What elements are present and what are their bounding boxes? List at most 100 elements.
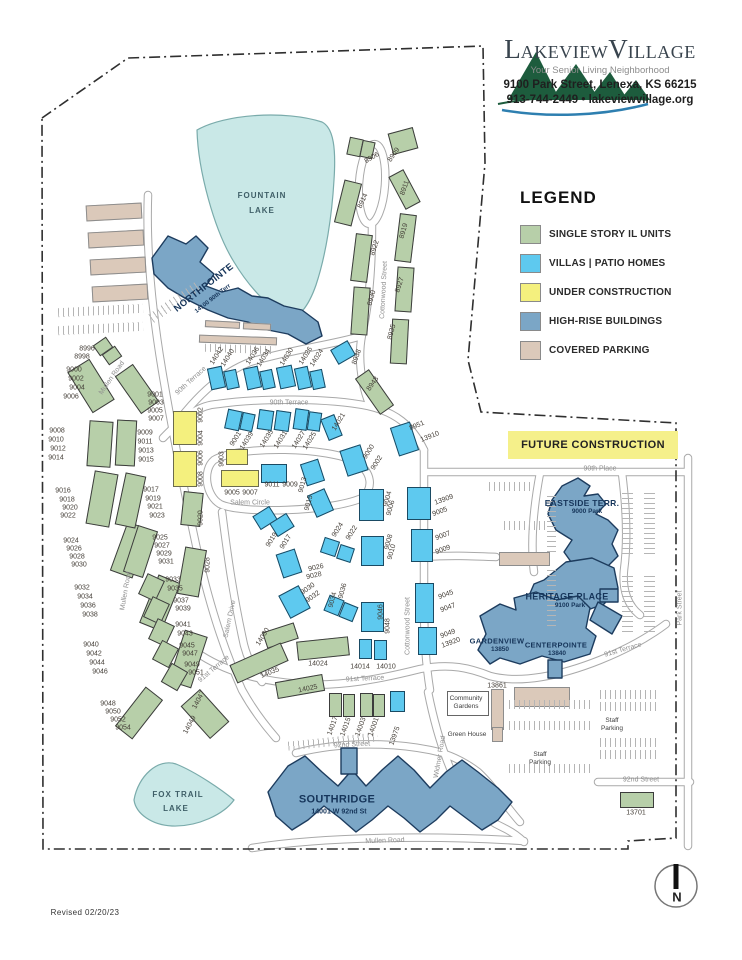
parking-lot-hatch: [509, 700, 593, 709]
unit-label-14001: 14001: [367, 716, 381, 738]
unit-label-9004: 9004: [197, 430, 205, 446]
map-building-yellow: [173, 451, 197, 487]
unit-label-9020: 9020: [62, 504, 78, 512]
parking-lot-hatch: [504, 521, 548, 530]
unit-label-9011: 9011: [264, 481, 280, 489]
unit-label-9016: 9016: [55, 487, 71, 495]
unit-label-9007: 9007: [434, 530, 452, 542]
unit-label-9039: 9039: [175, 605, 191, 613]
map-building-green: [350, 286, 371, 336]
heritage-place-wing: [589, 601, 623, 635]
logo-tree-icon: [497, 52, 650, 117]
map-building-green: [114, 686, 164, 740]
compass-label: N: [672, 889, 682, 905]
unit-label-9034: 9034: [77, 593, 93, 601]
unit-label-9028: 9028: [204, 557, 212, 573]
unit-label-9044: 9044: [89, 659, 105, 667]
parking-lot-hatch: [509, 721, 593, 730]
unit-label-14031: 14031: [272, 429, 290, 451]
southridge-label: SOUTHRIDGE: [298, 793, 376, 806]
parking-lot-hatch: [600, 702, 656, 711]
brand-initial: L: [504, 34, 521, 64]
community-gardens-box: [447, 691, 489, 716]
map-building-blue: [418, 627, 437, 655]
legend: LEGEND SINGLE STORY IL UNITS VILLAS | PA…: [520, 188, 672, 365]
unit-label-9008: 9008: [49, 427, 65, 435]
unit-label-14010: 14010: [376, 663, 396, 671]
unit-label-9002: 9002: [68, 375, 84, 383]
unit-label-9005: 9005: [431, 506, 449, 518]
unit-label-9029: 9029: [156, 550, 172, 558]
legend-item-covered-parking: COVERED PARKING: [520, 336, 672, 365]
map-building-parking: [89, 256, 147, 276]
map-building-blue: [275, 548, 303, 579]
unit-label-9048: 9048: [100, 700, 116, 708]
legend-title: LEGEND: [520, 188, 597, 207]
unit-label-9009: 9009: [434, 544, 452, 556]
unit-label-9023: 9023: [149, 512, 165, 520]
unit-label-9022: 9022: [344, 524, 360, 542]
map-building-blue: [336, 544, 355, 563]
map-building-blue: [361, 536, 384, 566]
map-building-parking: [204, 320, 241, 329]
map-building-parking: [492, 727, 503, 742]
unit-label-9046: 9046: [92, 668, 108, 676]
heritage-place-label: HERITAGE PLACE: [525, 591, 609, 602]
unit-label-9011: 9011: [137, 438, 153, 446]
map-building-green: [360, 693, 373, 717]
street-label: Park Street: [676, 590, 684, 626]
unit-label-9043: 9043: [177, 630, 193, 638]
map-building-green: [114, 472, 147, 529]
unit-label-9037: 9037: [173, 597, 189, 605]
northpointe-building: [151, 235, 323, 345]
unit-label-9054: 9054: [115, 724, 131, 732]
unit-label-9012: 9012: [50, 445, 66, 453]
map-building-blue: [259, 368, 276, 391]
southridge-entrance: [340, 747, 358, 775]
unit-label-9000: 9000: [66, 366, 82, 374]
unit-label-9024: 9024: [63, 537, 79, 545]
green-house-label: Green House: [447, 730, 487, 738]
unit-label-9033: 9033: [165, 576, 181, 584]
unit-label-9009: 9009: [282, 481, 298, 489]
unit-label-13910: 13910: [419, 430, 441, 444]
unit-label-9050: 9050: [105, 708, 121, 716]
unit-label-9046: 9046: [377, 604, 385, 620]
unit-label-9051: 9051: [188, 669, 204, 677]
map-building-blue: [407, 487, 431, 520]
unit-label-13975: 13975: [388, 725, 402, 747]
street-label: Widmer Road: [432, 735, 448, 779]
unit-label-9026: 9026: [66, 545, 82, 553]
parking-lot-hatch: [509, 764, 593, 773]
map-building-parking: [85, 202, 143, 222]
unit-label-9025: 9025: [152, 534, 168, 542]
unit-label-9006: 9006: [63, 393, 79, 401]
unit-label-9040: 9040: [83, 641, 99, 649]
unit-label-9052: 9052: [110, 716, 126, 724]
street-label: 90th Place: [583, 465, 617, 473]
unit-label-9001: 9001: [147, 391, 163, 399]
map-building-parking: [87, 229, 145, 249]
unit-label-9017: 9017: [278, 533, 294, 551]
unit-label-9002: 9002: [369, 454, 385, 472]
parking-lot-hatch: [644, 490, 655, 554]
unit-label-9005: 9005: [147, 407, 163, 415]
parking-lot-hatch: [644, 572, 655, 632]
street-label: Mullen Road: [365, 836, 405, 846]
unit-label-9030: 9030: [71, 561, 87, 569]
unit-label-8996: 8996: [79, 345, 95, 353]
unit-label-9013: 9013: [138, 447, 154, 455]
parking-lot-hatch: [622, 572, 633, 632]
unit-label-9000: 9000: [361, 443, 377, 461]
unit-label-9015: 9015: [138, 456, 154, 464]
unit-label-14017: 14017: [326, 715, 340, 737]
brand-contact: 913-744-2449 • lakeviewvillage.org: [506, 94, 694, 106]
unit-label-9017: 9017: [143, 486, 159, 494]
community-gardens-label: Community: [449, 694, 483, 702]
map-building-green: [620, 792, 654, 808]
unit-label-9049: 9049: [184, 661, 200, 669]
unit-label-9032: 9032: [74, 584, 90, 592]
unit-label-14024: 14024: [308, 660, 328, 668]
